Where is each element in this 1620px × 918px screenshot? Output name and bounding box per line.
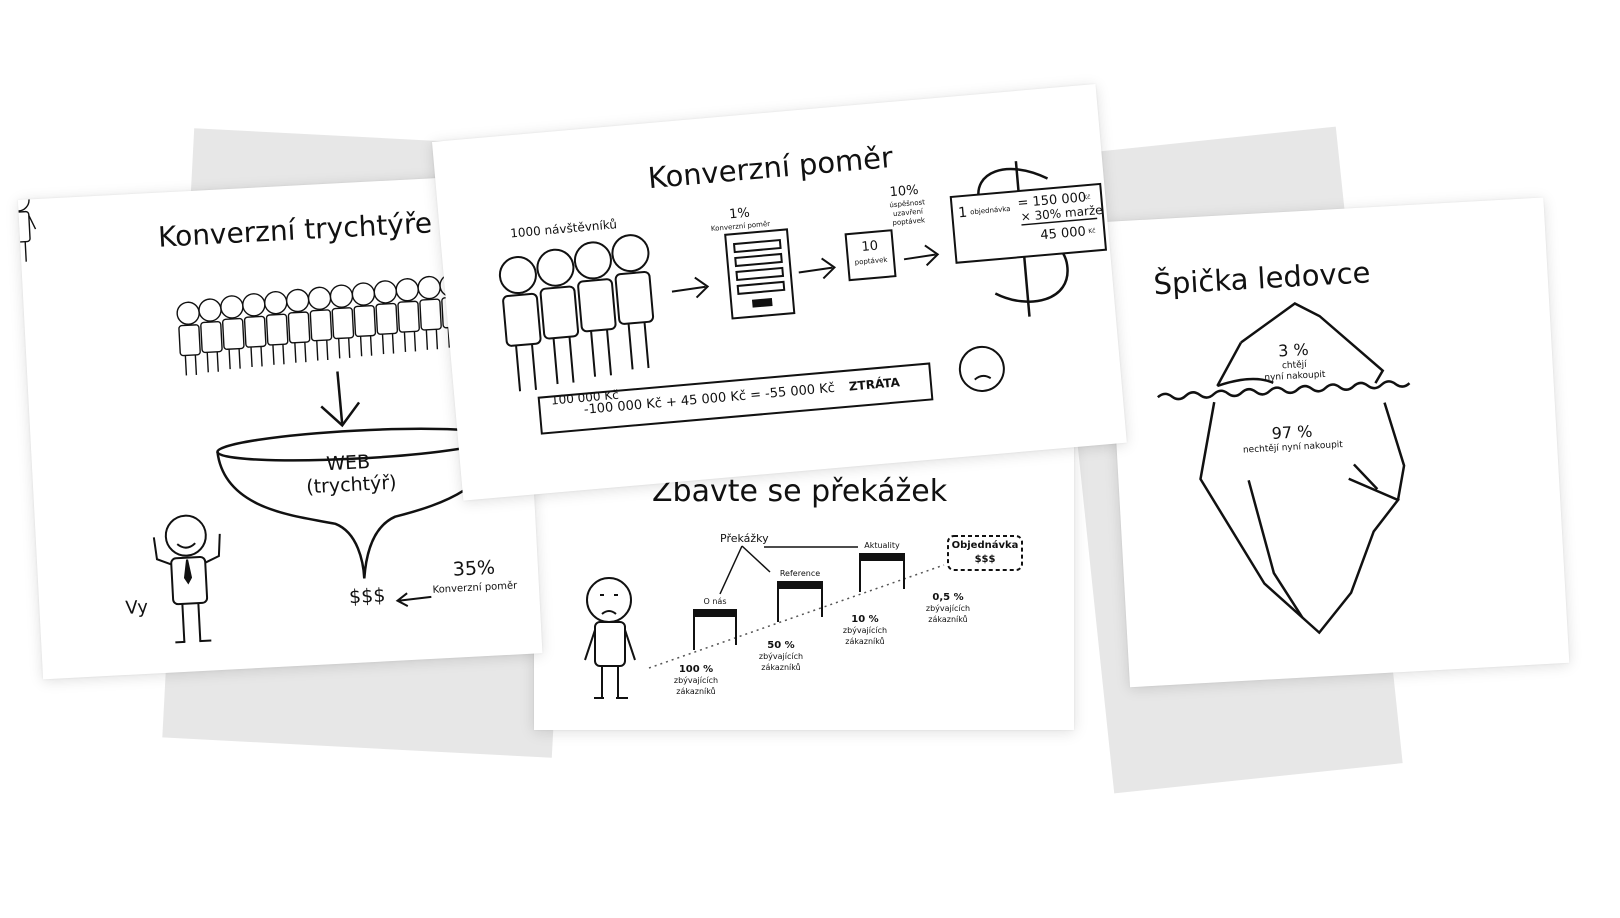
stage-label-3a: zbývajících [842, 626, 888, 635]
slide-obstacles: Zbavte se překážek Překážky O nás Refere… [534, 430, 1074, 730]
calc-divider [1021, 217, 1098, 226]
inquiries-box [844, 229, 897, 282]
iceberg-top-percent: 3 % [1277, 339, 1310, 361]
success-rate-value: 10% [889, 182, 920, 201]
stage-label-3b: zákazníků [845, 637, 885, 646]
hurdle-label-about: O nás [703, 597, 727, 606]
slide-conversion-ratio: Konverzní poměr 1000 návštěvníků 100 000… [432, 83, 1127, 501]
calculation-box [949, 182, 1108, 264]
obstacles-label: Překážky [720, 532, 769, 545]
happy-person-icon [152, 514, 221, 644]
stage-percent-2: 50 % [767, 640, 795, 651]
calc-currency-2: Kč [1088, 227, 1096, 236]
inquiries-count: 10 [860, 238, 879, 255]
down-arrow-icon [320, 371, 361, 428]
obstacles-drawing [584, 535, 1023, 699]
stage-label-4a: zbývajících [925, 604, 971, 613]
crowd-icon [18, 188, 37, 263]
stage-label-1a: zbývajících [673, 676, 719, 685]
ratio-drawing [498, 161, 1108, 435]
iceberg-icon [1199, 302, 1406, 635]
goal-label: Objednávka [951, 540, 1019, 551]
waterline-icon [1157, 380, 1411, 401]
money-label: $$$ [348, 584, 386, 609]
funnel-rate-value: 35% [452, 556, 496, 581]
funnel-label-web: WEB [325, 450, 371, 476]
stage-label-4b: zákazníků [928, 615, 968, 624]
calc-currency-1: Kč [1083, 193, 1091, 202]
form-rate-value: 1% [728, 205, 751, 223]
stage-percent-1: 100 % [678, 664, 714, 675]
sad-face-icon [958, 345, 1005, 392]
equation-box [537, 362, 934, 435]
form-icon [724, 228, 796, 320]
stage-percent-3: 10 % [851, 614, 879, 625]
stage-percent-4: 0,5 % [932, 592, 964, 603]
stage-label-2a: zbývajících [758, 652, 804, 661]
stage-label-2b: zákazníků [761, 663, 801, 672]
goal-money: $$$ [974, 554, 996, 565]
you-label: Vy [124, 596, 149, 619]
stage-label-1b: zákazníků [676, 687, 716, 696]
hurdle-label-news: Aktuality [864, 541, 900, 550]
arrow-right-icon [671, 244, 940, 299]
hurdle-label-references: Reference [779, 569, 821, 578]
slide-iceberg: Špička ledovce 3 % chtějí nyní nakoupit … [1104, 197, 1570, 688]
calc-prefix: 1 [957, 204, 968, 222]
iceberg-bottom-percent: 97 % [1271, 421, 1313, 443]
obstacles-title: Zbavte se překážek [652, 474, 948, 509]
visitors-group-icon [498, 234, 655, 392]
iceberg-drawing [1157, 302, 1411, 635]
